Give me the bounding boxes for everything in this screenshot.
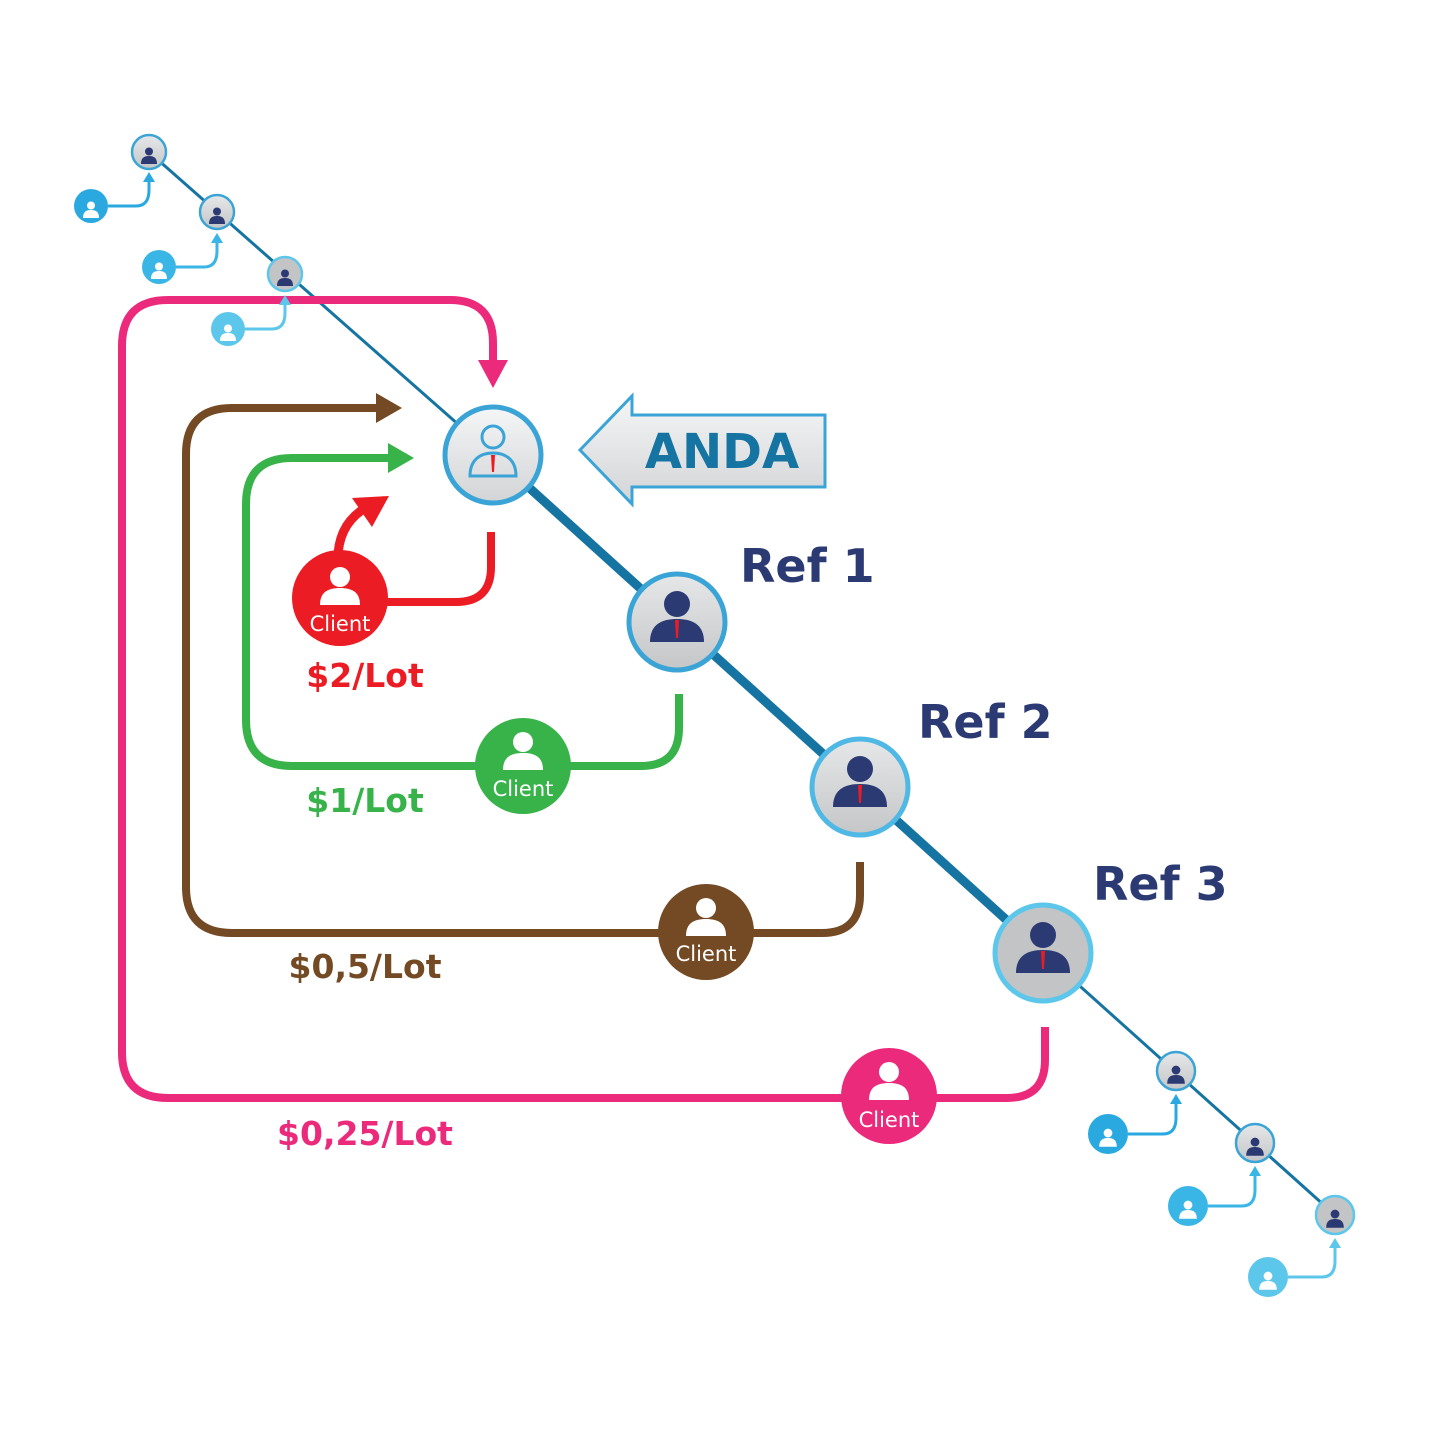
client-user-icon (869, 1062, 909, 1100)
client-label: Client (310, 612, 371, 636)
ref2-label: Ref 2 (918, 695, 1053, 749)
anda-node (442, 404, 544, 506)
client-label: Client (676, 942, 737, 966)
feeder-user (211, 295, 291, 346)
upline-node (266, 255, 304, 293)
main-chain-line (489, 451, 1047, 957)
downline-node (1234, 1122, 1276, 1164)
ref1-label: Ref 1 (740, 539, 875, 593)
client-brown: Client (658, 884, 754, 980)
user-outline-icon (468, 424, 518, 478)
ref3-node (992, 902, 1094, 1004)
client-user-icon (320, 567, 360, 605)
ref3-label: Ref 3 (1093, 857, 1228, 911)
rate-green: $1/Lot (306, 781, 424, 820)
rate-red: $2/Lot (306, 656, 424, 695)
user-icon (650, 591, 704, 642)
green-commission-loop (242, 443, 683, 770)
client-user-icon (686, 898, 726, 936)
upline-node (198, 193, 236, 231)
rate-pink: $0,25/Lot (277, 1114, 453, 1153)
client-label: Client (493, 777, 554, 801)
pink-commission-loop (118, 296, 1049, 1102)
anda-label: ANDA (645, 424, 799, 480)
anda-arrow: ANDA (577, 392, 827, 508)
brown-commission-loop (182, 393, 864, 937)
client-pink: Client (841, 1048, 937, 1144)
feeder-user (1088, 1094, 1182, 1154)
client-green: Client (475, 718, 571, 814)
feeder-user (74, 172, 155, 223)
client-user-icon (503, 732, 543, 770)
user-icon (833, 756, 887, 807)
downline-node (1155, 1050, 1197, 1092)
rate-brown: $0,5/Lot (289, 947, 442, 986)
client-label: Client (859, 1108, 920, 1132)
feeder-user (1248, 1238, 1341, 1297)
ref1-node (626, 571, 728, 673)
ref2-node (809, 736, 911, 838)
upline-node (130, 133, 168, 171)
feeder-user (142, 233, 223, 284)
user-icon (1016, 922, 1070, 973)
downline-node (1314, 1194, 1356, 1236)
client-red: Client (292, 550, 388, 646)
feeder-user (1168, 1166, 1261, 1226)
